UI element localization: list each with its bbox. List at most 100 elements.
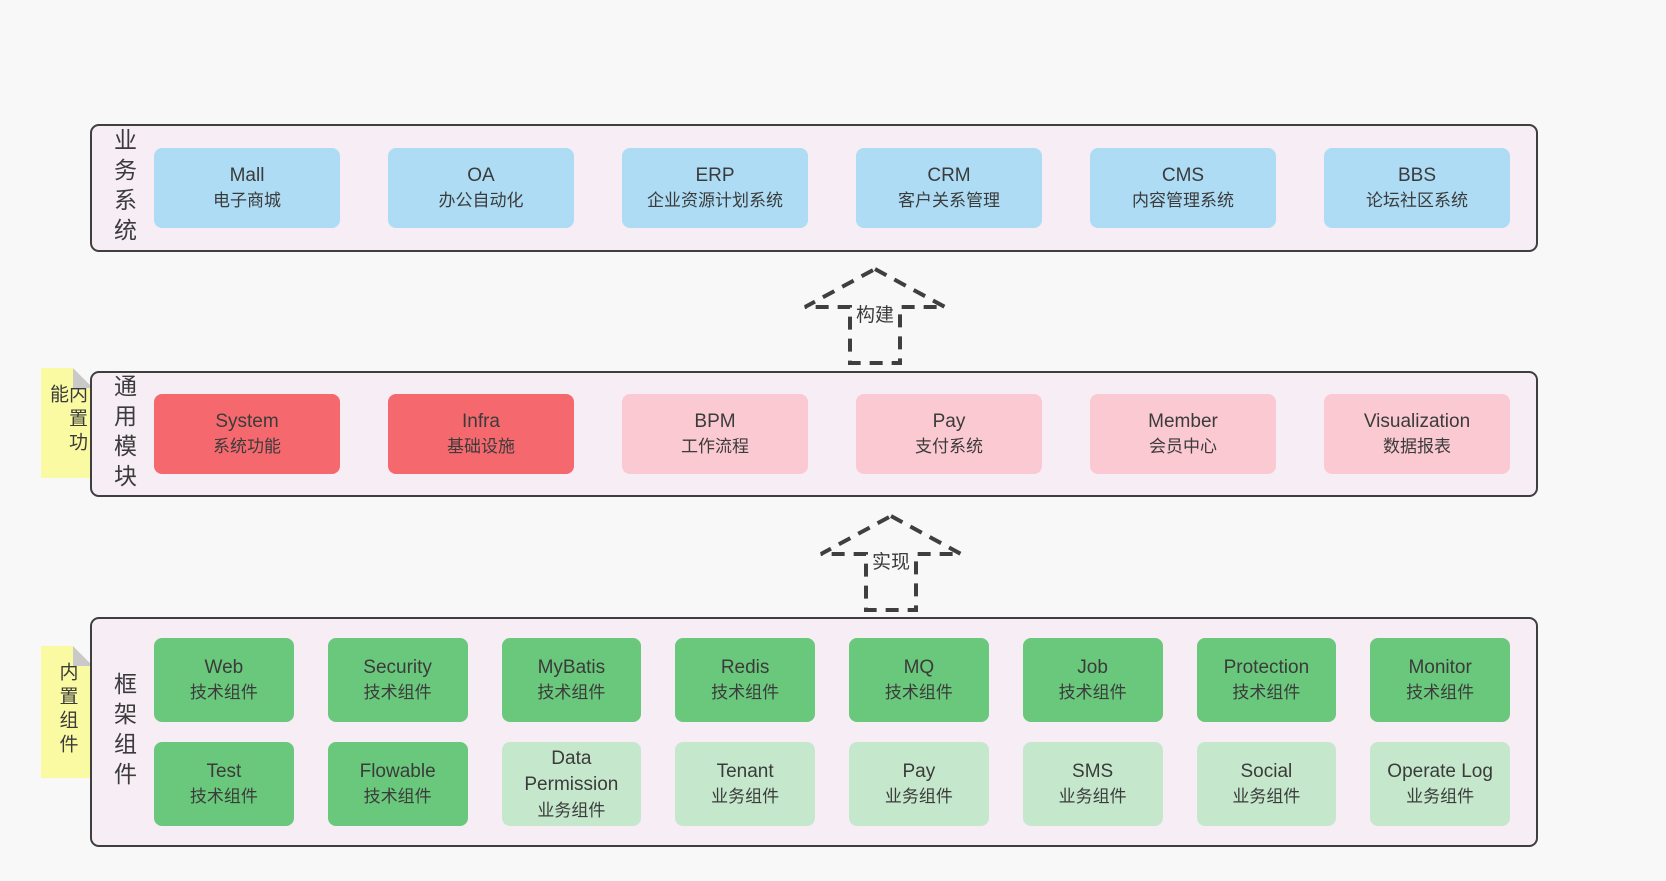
business-boxes-row: Mall 电子商城 OA 办公自动化 ERP 企业资源计划系统 CRM 客户关系… — [154, 148, 1510, 228]
arrow-build-label: 构建 — [852, 300, 898, 327]
arrow-implement: 实现 — [816, 513, 966, 613]
up-arrow-icon — [804, 266, 946, 365]
box-subtitle: 业务组件 — [1058, 787, 1127, 807]
box-job: Job 技术组件 — [1022, 638, 1163, 722]
box-subtitle: 技术组件 — [189, 683, 258, 703]
box-subtitle: 电子商城 — [213, 191, 281, 211]
box-title: Pay — [932, 410, 966, 432]
box-title: Protection — [1223, 656, 1310, 678]
box-test: Test 技术组件 — [154, 742, 294, 826]
box-title: Security — [363, 656, 432, 678]
box-title: Data Permission — [524, 747, 619, 796]
box-title: SMS — [1072, 760, 1114, 782]
box-title: Web — [204, 656, 244, 678]
box-crm: CRM 客户关系管理 — [856, 148, 1042, 228]
box-title: CRM — [927, 164, 971, 186]
layer-label-modules: 通用模块 — [110, 374, 137, 494]
box-subtitle: 技术组件 — [363, 787, 432, 807]
box-subtitle: 基础设施 — [447, 437, 515, 457]
box-infra: Infra 基础设施 — [388, 394, 574, 474]
box-subtitle: 工作流程 — [681, 437, 749, 457]
box-mq: MQ 技术组件 — [849, 638, 989, 722]
box-mall: Mall 电子商城 — [154, 148, 340, 228]
box-subtitle: 技术组件 — [189, 787, 258, 807]
box-subtitle: 业务组件 — [537, 800, 606, 820]
sticky-note-text: 内置组件 — [56, 662, 78, 758]
box-subtitle: 业务组件 — [711, 787, 780, 807]
box-operate-log: Operate Log 业务组件 — [1370, 742, 1510, 826]
box-subtitle: 客户关系管理 — [898, 191, 1000, 211]
box-title: Flowable — [359, 760, 436, 782]
layer-label-business: 业务系统 — [110, 128, 137, 248]
box-subtitle: 系统功能 — [213, 437, 281, 457]
box-subtitle: 技术组件 — [884, 683, 953, 703]
box-subtitle: 数据报表 — [1383, 437, 1451, 457]
box-subtitle: 技术组件 — [537, 683, 606, 703]
box-social: Social 业务组件 — [1196, 742, 1337, 826]
box-title: Member — [1148, 410, 1218, 432]
box-monitor: Monitor 技术组件 — [1370, 638, 1510, 722]
box-member: Member 会员中心 — [1090, 394, 1276, 474]
box-subtitle: 业务组件 — [1406, 787, 1475, 807]
component-boxes-grid: Web 技术组件 Security 技术组件 MyBatis 技术组件 Redi… — [154, 638, 1510, 826]
box-title: Test — [206, 760, 242, 782]
box-title: MQ — [903, 656, 935, 678]
box-system: System 系统功能 — [154, 394, 340, 474]
arrow-implement-label: 实现 — [868, 547, 914, 574]
box-bbs: BBS 论坛社区系统 — [1324, 148, 1510, 228]
layer-framework-components: 框架组件 Web 技术组件 Security 技术组件 MyBatis 技术组件… — [90, 617, 1538, 847]
sticky-note-builtin-features: 内置功能 — [41, 368, 93, 478]
box-title: BPM — [694, 410, 736, 432]
box-subtitle: 办公自动化 — [438, 191, 524, 211]
box-title: Infra — [461, 410, 501, 432]
box-redis: Redis 技术组件 — [675, 638, 815, 722]
layer-label-components: 框架组件 — [110, 672, 137, 792]
box-title: Social — [1240, 760, 1293, 782]
box-title: CMS — [1161, 164, 1205, 186]
box-subtitle: 技术组件 — [363, 683, 432, 703]
box-title: Tenant — [716, 760, 774, 782]
box-tenant: Tenant 业务组件 — [675, 742, 815, 826]
box-title: BBS — [1397, 164, 1437, 186]
box-subtitle: 技术组件 — [1232, 683, 1301, 703]
box-pay: Pay 支付系统 — [856, 394, 1042, 474]
arrow-build: 构建 — [800, 266, 950, 366]
box-mybatis: MyBatis 技术组件 — [501, 638, 642, 722]
box-data-permission: Data Permission 业务组件 — [501, 742, 642, 826]
box-sms: SMS 业务组件 — [1022, 742, 1163, 826]
box-web: Web 技术组件 — [154, 638, 294, 722]
box-subtitle: 论坛社区系统 — [1366, 191, 1468, 211]
module-boxes-row: System 系统功能 Infra 基础设施 BPM 工作流程 Pay 支付系统… — [154, 394, 1510, 474]
box-title: Job — [1077, 656, 1108, 678]
box-subtitle: 企业资源计划系统 — [647, 191, 783, 211]
box-security: Security 技术组件 — [327, 638, 468, 722]
box-title: ERP — [695, 164, 735, 186]
box-title: Visualization — [1363, 410, 1471, 432]
box-title: Pay — [902, 760, 936, 782]
box-subtitle: 支付系统 — [915, 437, 983, 457]
box-visualization: Visualization 数据报表 — [1324, 394, 1510, 474]
box-title: OA — [467, 164, 495, 186]
box-subtitle: 会员中心 — [1149, 437, 1217, 457]
up-arrow-icon — [820, 513, 962, 612]
box-title: Monitor — [1408, 656, 1472, 678]
layer-common-modules: 通用模块 System 系统功能 Infra 基础设施 BPM 工作流程 Pay… — [90, 371, 1538, 497]
box-title: Redis — [720, 656, 770, 678]
component-row-2: Test 技术组件 Flowable 技术组件 Data Permission … — [154, 742, 1510, 826]
box-protection: Protection 技术组件 — [1196, 638, 1337, 722]
box-oa: OA 办公自动化 — [388, 148, 574, 228]
box-subtitle: 内容管理系统 — [1132, 191, 1234, 211]
box-title: System — [215, 410, 279, 432]
box-subtitle: 技术组件 — [1058, 683, 1127, 703]
layer-business-systems: 业务系统 Mall 电子商城 OA 办公自动化 ERP 企业资源计划系统 CRM… — [90, 124, 1538, 252]
box-title: MyBatis — [537, 656, 606, 678]
box-title: Mall — [229, 164, 265, 186]
box-subtitle: 业务组件 — [884, 787, 953, 807]
box-subtitle: 业务组件 — [1232, 787, 1301, 807]
component-row-1: Web 技术组件 Security 技术组件 MyBatis 技术组件 Redi… — [154, 638, 1510, 722]
sticky-note-text: 内置功能 — [47, 384, 87, 456]
box-subtitle: 技术组件 — [1406, 683, 1475, 703]
sticky-note-builtin-components: 内置组件 — [41, 646, 93, 778]
box-cms: CMS 内容管理系统 — [1090, 148, 1276, 228]
box-subtitle: 技术组件 — [711, 683, 780, 703]
